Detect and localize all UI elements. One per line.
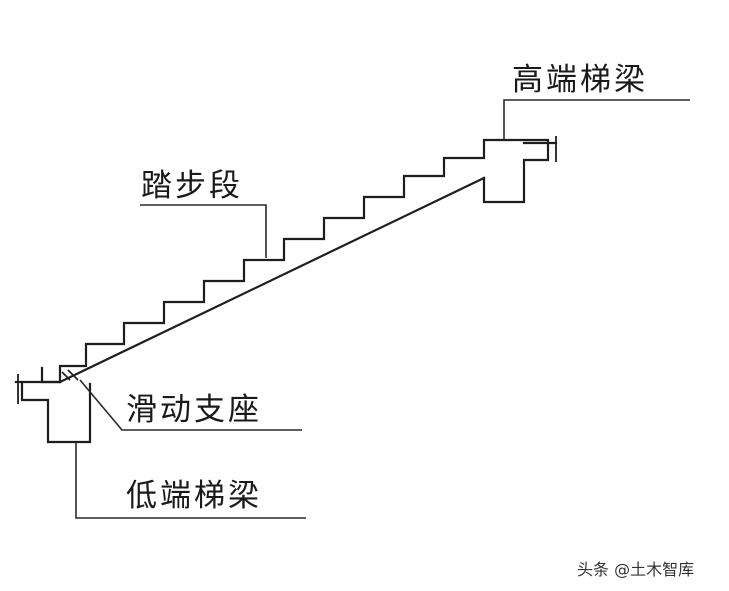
label-flight: 踏步段 [141, 168, 243, 204]
label-sliding-support: 滑动支座 [126, 392, 262, 428]
sliding-support-leader [79, 379, 302, 431]
flight-leader [140, 204, 267, 258]
high-beam-leader [503, 99, 690, 140]
watermark-text: 头条 @土木智库 [577, 560, 695, 579]
low-beam-outline [20, 380, 92, 444]
stair-soffit-line [58, 176, 486, 384]
low-beam-leader [75, 442, 306, 519]
stair-steps-outline [40, 138, 550, 384]
label-high-beam: 高端梯梁 [512, 62, 648, 98]
label-low-beam: 低端梯梁 [126, 478, 262, 514]
sliding-support-mark [61, 369, 79, 381]
